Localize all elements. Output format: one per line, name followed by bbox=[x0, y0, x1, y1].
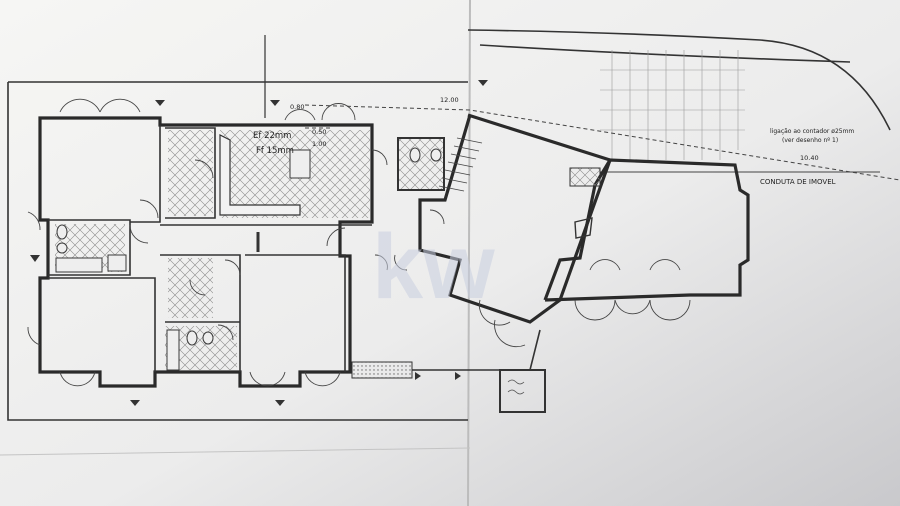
label-meter-line-2: (ver desenho nº 1) bbox=[782, 137, 838, 144]
pantry-tiles bbox=[168, 130, 213, 216]
label-pipe-top: 0.80 bbox=[290, 103, 304, 111]
bidet-center bbox=[202, 331, 214, 345]
shower-tray-left bbox=[107, 254, 127, 272]
watermark-text: kw bbox=[372, 216, 495, 318]
label-meter-line-1: ligação ao contador ø25mm bbox=[770, 128, 854, 135]
living-fireplace bbox=[569, 167, 601, 187]
road-boundary-curve bbox=[467, 29, 891, 131]
staircase bbox=[438, 137, 483, 192]
house-outline bbox=[38, 116, 374, 388]
bedroom-walls bbox=[48, 125, 161, 372]
pantry-walls bbox=[165, 127, 216, 219]
paper-fold-lower bbox=[0, 447, 471, 456]
living-room bbox=[543, 158, 750, 302]
toilet-left bbox=[56, 224, 68, 240]
center-walls bbox=[160, 254, 346, 372]
label-dim-right: 10.40 bbox=[800, 154, 819, 162]
section-markers bbox=[30, 80, 488, 406]
toilet-center bbox=[186, 330, 198, 346]
door-swings bbox=[27, 98, 691, 387]
toilet-stair bbox=[409, 147, 421, 163]
stove bbox=[289, 149, 311, 179]
label-dim-top: 12.00 bbox=[440, 96, 459, 104]
bidet-left bbox=[56, 242, 68, 254]
chimney bbox=[574, 217, 593, 239]
label-conduit: CONDUTA DE IMOVEL bbox=[760, 178, 836, 186]
label-ff: Ff 15mm bbox=[256, 146, 294, 156]
site-boundary bbox=[7, 81, 468, 421]
label-pipe-left-2: 1.00 bbox=[312, 140, 326, 148]
bathtub-center bbox=[166, 329, 180, 371]
terrace-planter bbox=[351, 361, 413, 379]
paper-fold bbox=[467, 0, 471, 506]
label-ef: Ef 22mm bbox=[253, 131, 291, 141]
closet-tiles bbox=[168, 258, 213, 318]
terrain-grid bbox=[600, 50, 745, 160]
pool bbox=[499, 369, 546, 413]
label-pipe-left: 0.50 bbox=[312, 128, 326, 136]
bathtub-left bbox=[55, 257, 103, 273]
water-supply-line bbox=[304, 104, 900, 181]
pool-water bbox=[507, 379, 525, 395]
bathroom-left-walls bbox=[48, 219, 131, 276]
road-inner-curve bbox=[479, 44, 851, 63]
stair-bathroom bbox=[397, 137, 445, 191]
bidet-stair bbox=[430, 148, 442, 162]
kitchen-counter bbox=[219, 134, 301, 216]
